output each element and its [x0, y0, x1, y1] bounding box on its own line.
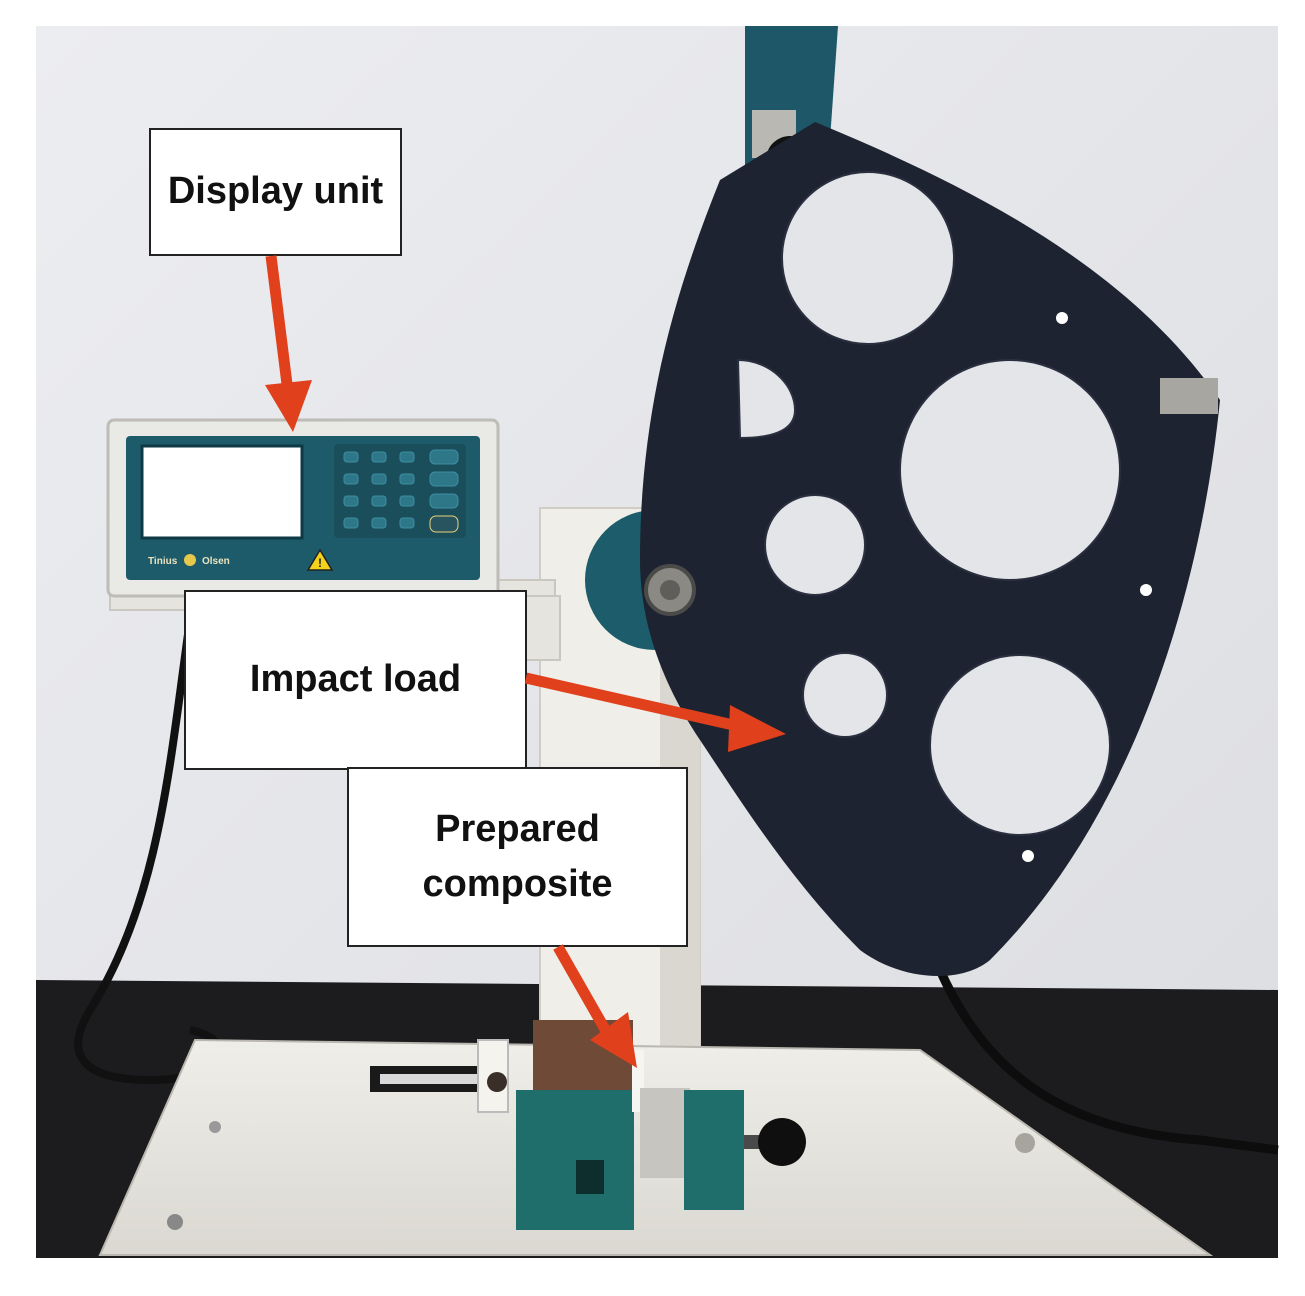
- base-screw-1: [209, 1121, 221, 1133]
- callout-display-unit-text: Display unit: [167, 170, 384, 213]
- sector-bolt-holes: [1022, 312, 1152, 862]
- callout-impact-load: Impact load: [184, 590, 527, 770]
- base-post-knob: [487, 1072, 507, 1092]
- clamp-knob: [758, 1118, 806, 1166]
- sector-holes: [736, 171, 1121, 836]
- callout-display-unit: Display unit: [149, 128, 402, 256]
- clamp-jaw: [640, 1088, 690, 1178]
- hammer-tip: [1160, 378, 1218, 414]
- warning-icon: [306, 548, 334, 571]
- anvil-slot: [576, 1160, 604, 1194]
- pendulum-cable: [935, 968, 1279, 1155]
- callout-prepared-composite-line1: Prepared: [435, 807, 600, 850]
- callout-prepared-composite-line2: composite: [422, 863, 613, 905]
- display-screen: [140, 444, 304, 540]
- base-screw-3: [1015, 1133, 1035, 1153]
- brand-right-text: Olsen: [202, 556, 230, 567]
- base-screw-2: [167, 1214, 183, 1230]
- callout-impact-load-text: Impact load: [249, 658, 462, 701]
- keypad-area: [334, 444, 466, 538]
- anvil-block-teal: [516, 1090, 634, 1230]
- brand-left-text: Tinius: [148, 556, 178, 567]
- pivot-bolt-center: [660, 580, 680, 600]
- base-label-plate-text-area: [380, 1074, 480, 1084]
- keypad-buttons: [343, 449, 459, 533]
- clamp-block-teal: [684, 1090, 744, 1210]
- brand-logo-icon: [184, 554, 196, 566]
- warning-icon-glyph: !: [318, 556, 322, 570]
- callout-prepared-composite: Prepared composite: [347, 767, 688, 947]
